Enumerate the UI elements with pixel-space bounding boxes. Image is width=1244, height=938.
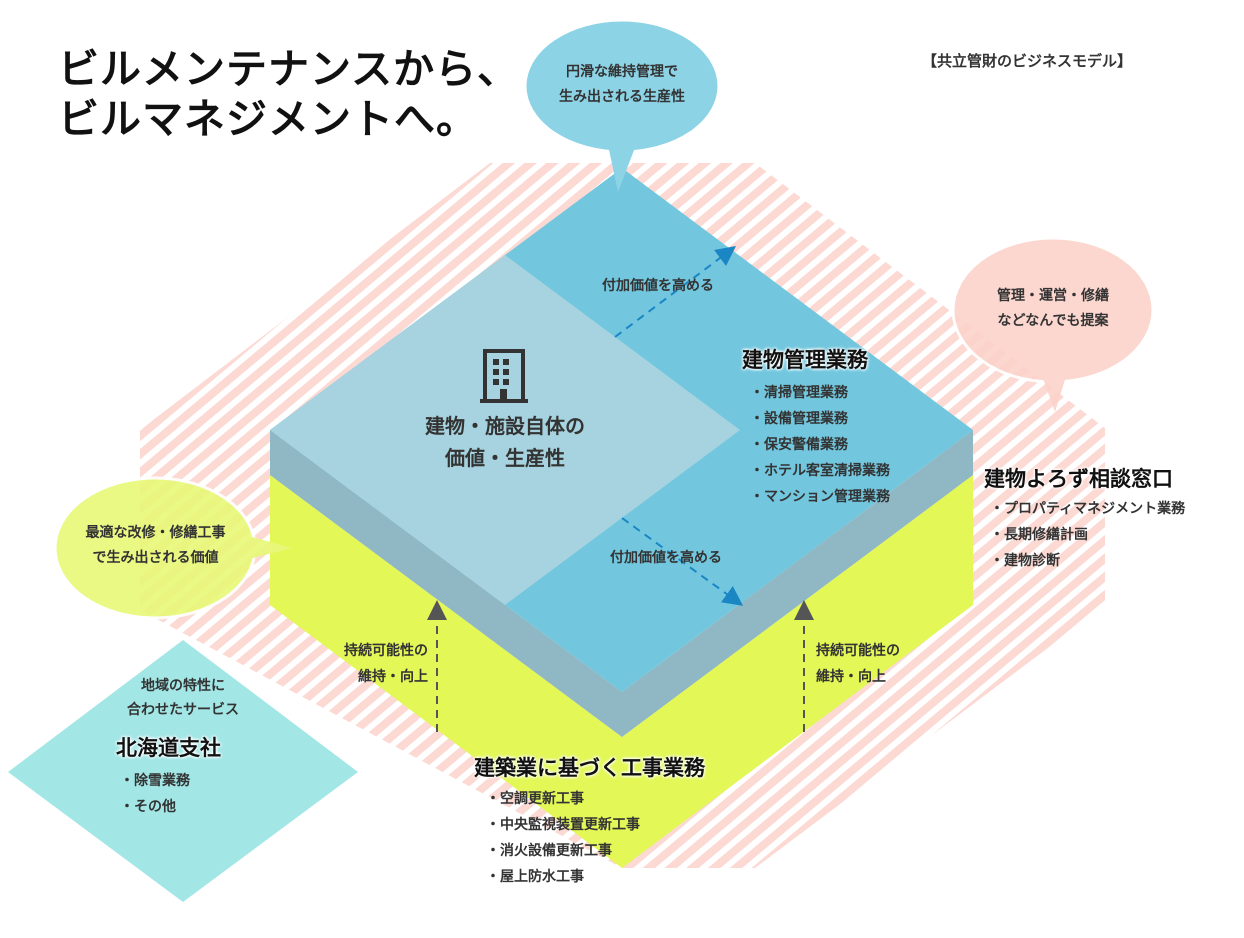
construction-list: ・空調更新工事 ・中央監視装置更新工事 ・消火設備更新工事 ・屋上防水工事 xyxy=(486,786,640,890)
building-icon xyxy=(480,349,528,403)
bubble-left xyxy=(53,476,292,620)
bubble-right xyxy=(951,236,1155,412)
building-mgmt-list: ・清掃管理業務 ・設備管理業務 ・保安警備業務 ・ホテル客室清掃業務 ・マンショ… xyxy=(750,380,890,510)
list-item: ・マンション管理業務 xyxy=(750,489,890,505)
yellow-face-left xyxy=(270,475,622,868)
sustain-right-label: 持続可能性の維持・向上 xyxy=(816,643,900,685)
page-title: ビルメンテナンスから、ビルマネジメントへ。 xyxy=(58,44,519,144)
added-value-bottom-label: 付加価値を高める xyxy=(610,550,722,566)
list-item: ・建物診断 xyxy=(990,553,1060,569)
list-item: ・長期修繕計画 xyxy=(990,527,1088,543)
added-value-top-label: 付加価値を高める xyxy=(602,278,714,294)
consult-heading: 建物よろず相談窓口 xyxy=(984,467,1173,491)
list-item: ・清掃管理業務 xyxy=(750,385,848,401)
consult-list: ・プロパティマネジメント業務 ・長期修繕計画 ・建物診断 xyxy=(990,496,1185,574)
bubble-top-text: 円滑な維持管理で生み出される生産性 xyxy=(559,64,685,105)
bubble-left-text: 最適な改修・修繕工事で生み出される価値 xyxy=(85,525,226,566)
building-mgmt-heading: 建物管理業務 xyxy=(742,348,868,372)
list-item: ・空調更新工事 xyxy=(486,791,584,807)
model-label: 【共立管財のビジネスモデル】 xyxy=(922,52,1133,70)
list-item: ・除雪業務 xyxy=(120,773,190,789)
hokkaido-list: ・除雪業務 ・その他 xyxy=(120,768,190,820)
list-item: ・保安警備業務 xyxy=(750,437,848,453)
list-item: ・中央監視装置更新工事 xyxy=(486,817,640,833)
list-item: ・屋上防水工事 xyxy=(486,869,584,885)
gray-band-right xyxy=(622,430,973,737)
dashed-arrow-down xyxy=(621,517,744,606)
bubble-top xyxy=(523,18,721,192)
bubble-right-text: 管理・運営・修繕などなんでも提案 xyxy=(997,288,1109,329)
title-line-1: ビルメンテナンスから、 xyxy=(58,45,520,93)
hokkaido-subtitle: 地域の特性に合わせたサービス xyxy=(127,678,239,718)
list-item: ・その他 xyxy=(120,799,176,815)
construction-heading: 建築業に基づく工事業務 xyxy=(474,756,705,780)
dashed-arrow-up xyxy=(614,245,736,338)
sustain-left-label: 持続可能性の維持・向上 xyxy=(344,643,428,685)
yellow-face-right xyxy=(622,475,973,868)
center-label: 建物・施設自体の価値・生産性 xyxy=(425,414,585,470)
title-line-2: ビルマネジメントへ。 xyxy=(58,95,478,143)
list-item: ・プロパティマネジメント業務 xyxy=(990,501,1186,517)
list-item: ・設備管理業務 xyxy=(750,411,848,427)
hokkaido-diamond xyxy=(8,640,358,902)
list-item: ・ホテル客室清掃業務 xyxy=(750,463,890,479)
gray-band-left xyxy=(270,430,622,737)
hokkaido-heading: 北海道支社 xyxy=(116,736,221,760)
list-item: ・消火設備更新工事 xyxy=(486,843,612,859)
